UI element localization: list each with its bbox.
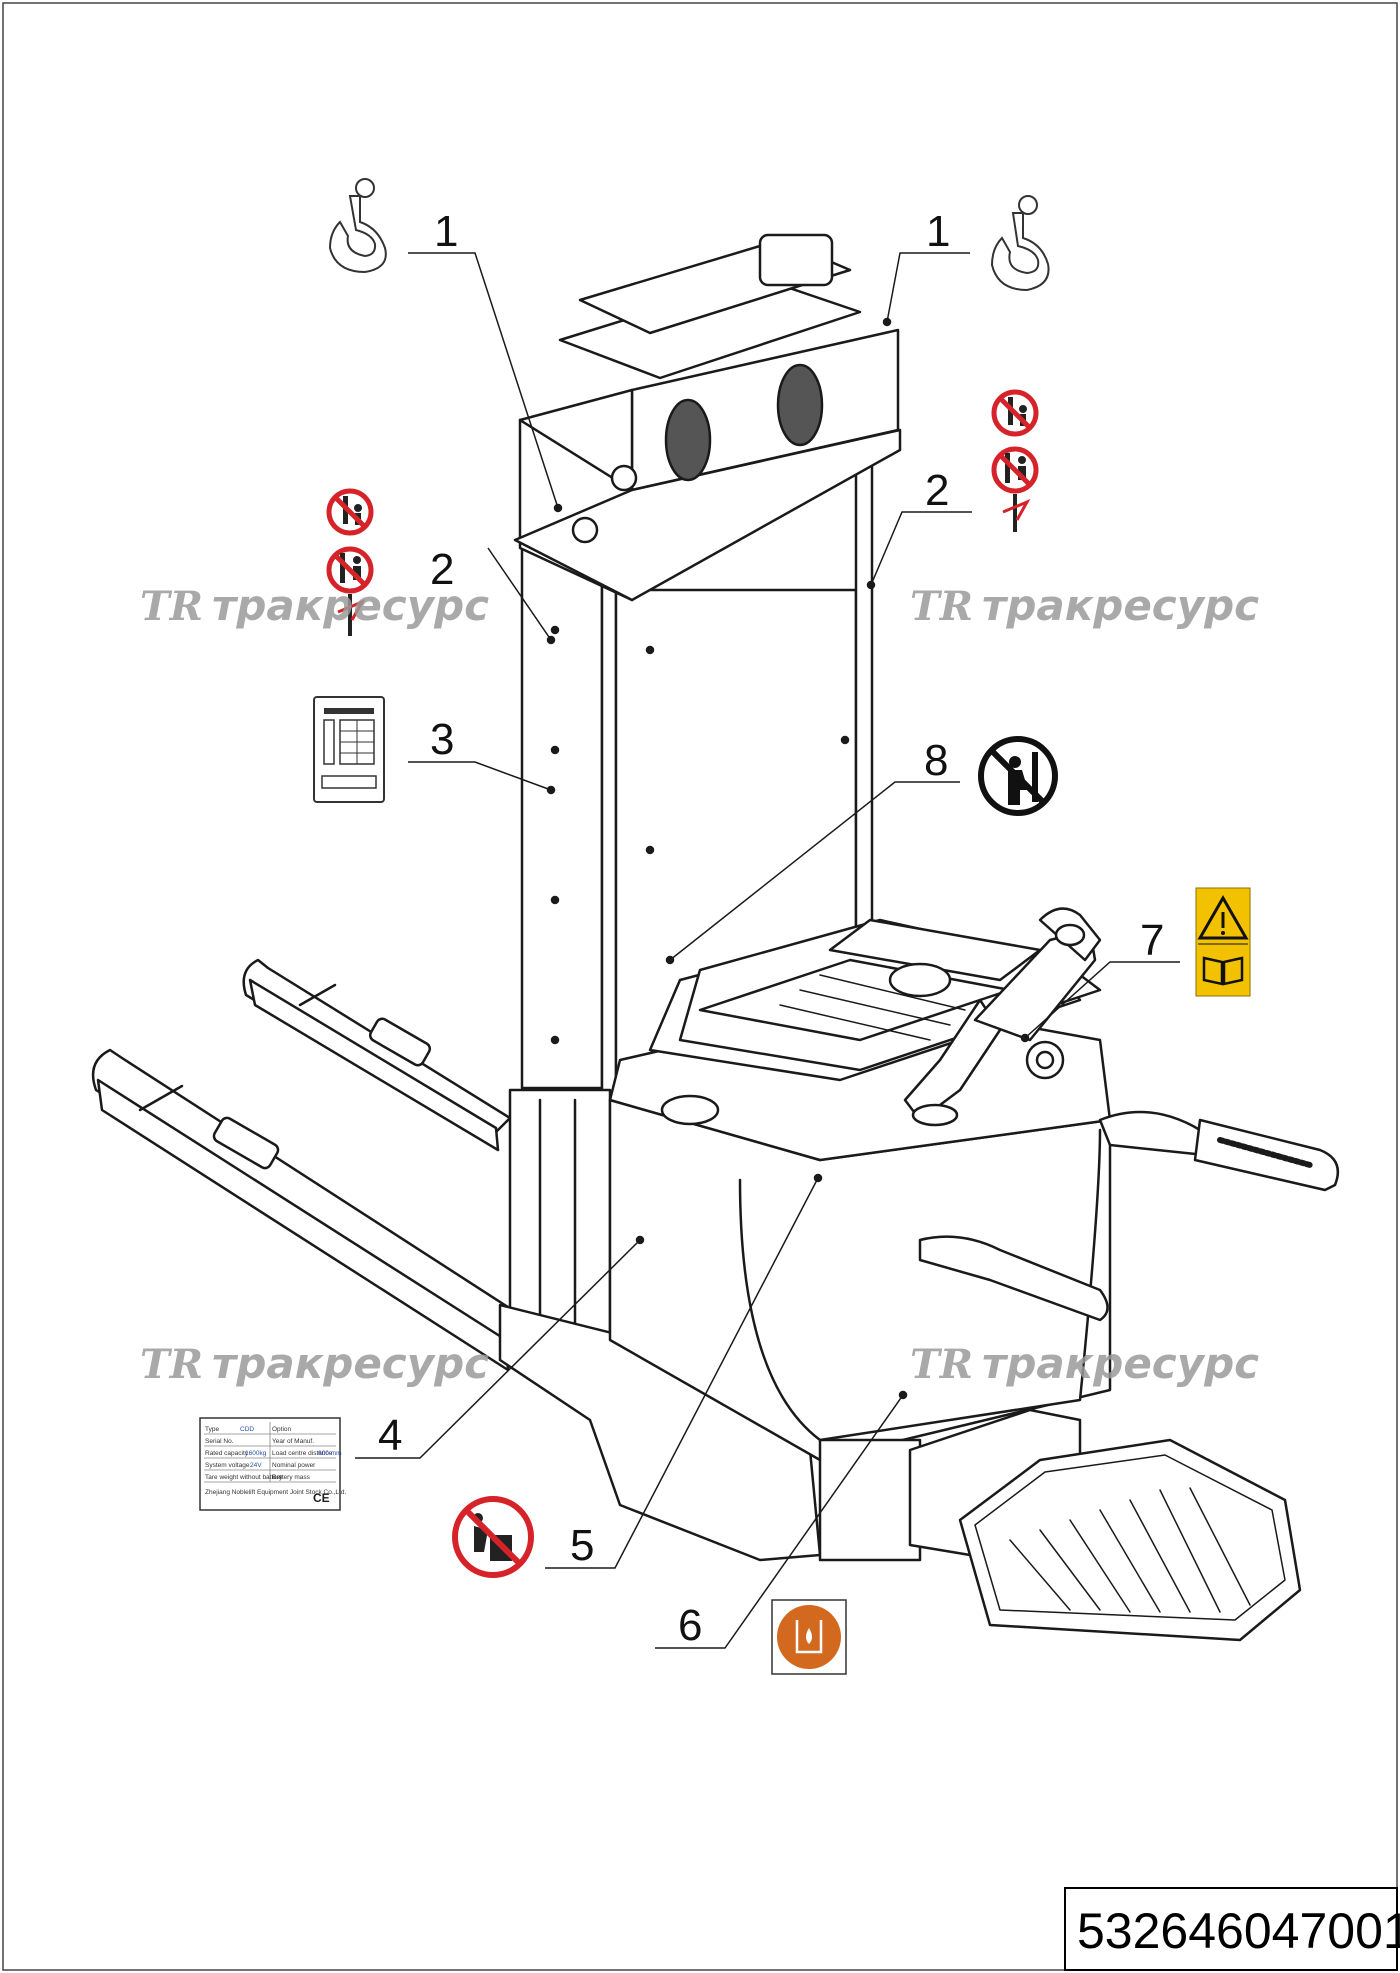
callout-1-right: 1 [926, 207, 950, 256]
svg-text:тракресурс: тракресурс [212, 581, 489, 630]
oil-drop-icon [771, 1599, 847, 1675]
nameplate-row-4-label-b: Nominal power [272, 1462, 316, 1469]
svg-text:тракресурс: тракресурс [982, 1339, 1259, 1388]
operator-platform [908, 1408, 1302, 1642]
nameplate-row-4-label: System voltage [205, 1462, 250, 1469]
callout-numbers: 1 1 2 2 3 4 5 6 7 8 [378, 207, 1164, 1650]
nameplate-row-3-label-b: Load centre distance [272, 1450, 333, 1457]
callout-6: 6 [678, 1601, 702, 1650]
nameplate-row-3-label: Rated capacity [205, 1450, 249, 1457]
svg-text:TR: TR [140, 1341, 203, 1388]
no-standing-under-load-icon [326, 488, 374, 536]
watermark-bottom-left: TR тракресурс [140, 1339, 489, 1388]
callout-5: 5 [570, 1521, 594, 1570]
nameplate-maker: Zhejiang Noblelift Equipment Joint Stock… [205, 1489, 346, 1496]
no-hands-in-mast-icon [978, 736, 1058, 816]
lifting-hook-icon [328, 178, 387, 274]
svg-text:TR: TR [910, 583, 973, 630]
callout-1-left: 1 [434, 207, 458, 256]
watermark-top-left: TR тракресурс [140, 581, 489, 630]
watermark-bottom-right: TR тракресурс [910, 1339, 1259, 1388]
callout-7: 7 [1140, 916, 1164, 965]
ce-mark: CE [313, 1491, 330, 1505]
callout-3: 3 [430, 715, 454, 764]
mast-head [513, 233, 902, 602]
document-number: 532646047001 [1077, 1903, 1400, 1959]
no-standing-under-load-icon [991, 389, 1039, 437]
watermark-top-right: TR тракресурс [910, 581, 1259, 630]
fork-right [91, 1048, 530, 1372]
callout-8: 8 [924, 736, 948, 785]
svg-text:TR: TR [910, 1341, 973, 1388]
svg-text:TR: TR [140, 583, 203, 630]
callout-4: 4 [378, 1411, 402, 1460]
leader-lines [355, 252, 1180, 1649]
nameplate-row-4-value: 24V [250, 1462, 262, 1469]
nameplate-row-1-label-b: Option [272, 1426, 292, 1433]
svg-text:тракресурс: тракресурс [982, 581, 1259, 630]
svg-text:тракресурс: тракресурс [212, 1339, 489, 1388]
nameplate-row-3-value: 1600kg [245, 1450, 267, 1457]
callout-2-right: 2 [925, 466, 949, 515]
no-passengers-icon [991, 446, 1039, 532]
nameplate-row-1-value: CDD [240, 1426, 254, 1433]
fork-left [242, 958, 512, 1152]
document-number-box: 532646047001 [1064, 1887, 1400, 1971]
nameplate-row-1-label: Type [205, 1426, 219, 1433]
read-manual-icon [1202, 956, 1244, 986]
nameplate-row-5-label-b: Battery mass [272, 1474, 311, 1481]
lifting-hook-icon [990, 195, 1050, 292]
nameplate-row-5-label: Tare weight without battery [205, 1474, 283, 1481]
nameplate: Type CDD Option Serial No. Year of Manuf… [199, 1417, 346, 1511]
battery-hood [660, 918, 1102, 1126]
nameplate-row-3-value-b: 600 mm [318, 1450, 341, 1457]
side-handles [918, 1110, 1340, 1322]
no-passengers-icon [326, 546, 374, 636]
nameplate-row-2-label-b: Year of Manuf. [272, 1438, 314, 1445]
nameplate-row-2-label: Serial No. [205, 1438, 234, 1445]
pallet-stacker-drawing [91, 233, 1340, 1642]
pinch-hazard-icon [452, 1496, 534, 1578]
callout-2-left: 2 [430, 545, 454, 594]
capacity-chart-icon [313, 696, 385, 803]
tiller-arm [903, 907, 1102, 1127]
